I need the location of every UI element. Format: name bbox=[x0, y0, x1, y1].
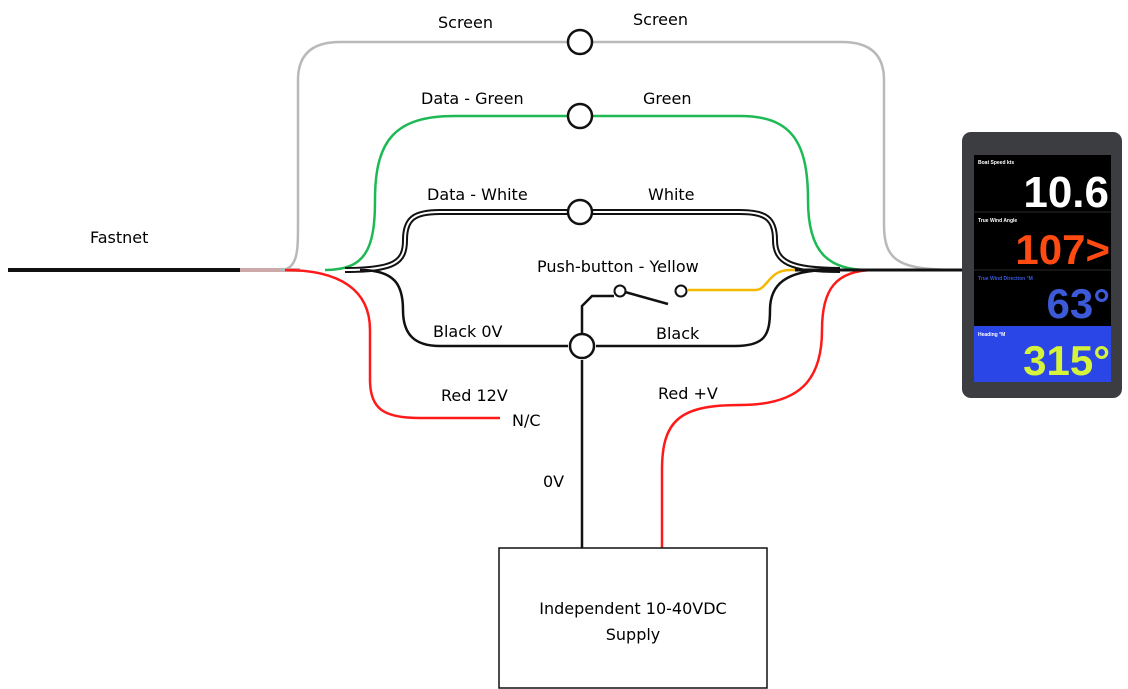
instrument-display: Boat Speed kts 10.6 True Wind Angle 107>… bbox=[962, 132, 1122, 398]
screen-wire bbox=[279, 40, 961, 272]
data-green-label: Data - Green bbox=[421, 89, 524, 108]
red-12v-wire bbox=[284, 268, 500, 420]
panel-true-wind-angle-value: 107> bbox=[1015, 226, 1110, 273]
fastnet-label: Fastnet bbox=[90, 228, 148, 247]
panel-boat-speed bbox=[974, 155, 1111, 211]
supply-label-line2: Supply bbox=[606, 625, 661, 644]
panel-boat-speed-title: Boat Speed kts bbox=[978, 160, 1014, 166]
switch-lever bbox=[624, 290, 669, 306]
switch-lead bbox=[580, 294, 614, 333]
black-junction bbox=[568, 332, 596, 360]
screen-right-label: Screen bbox=[633, 10, 688, 29]
data-white-label: Data - White bbox=[427, 185, 528, 204]
red-plus-v-label: Red +V bbox=[658, 384, 718, 403]
panel-true-wind-direction bbox=[974, 271, 1111, 325]
panel-true-wind-angle bbox=[974, 213, 1111, 269]
switch-contact-left bbox=[613, 284, 627, 298]
green-junction bbox=[566, 102, 594, 130]
push-button-label: Push-button - Yellow bbox=[537, 257, 699, 276]
panel-heading bbox=[974, 326, 1111, 382]
panel-true-wind-direction-title: True Wind Direction °M bbox=[978, 276, 1033, 282]
red-plus-v-wire bbox=[660, 268, 876, 548]
panel-heading-title: Heading °M bbox=[978, 332, 1005, 338]
data-white-wire bbox=[344, 211, 841, 271]
green-label: Green bbox=[643, 89, 691, 108]
panel-true-wind-angle-title: True Wind Angle bbox=[978, 218, 1017, 224]
black-0v-wire bbox=[359, 268, 831, 348]
black-0v-label: Black 0V bbox=[433, 322, 503, 341]
zero-v-label: 0V bbox=[543, 472, 564, 491]
white-label: White bbox=[648, 185, 695, 204]
white-junction bbox=[566, 198, 594, 226]
screen-junction bbox=[566, 28, 594, 56]
power-supply-box bbox=[498, 547, 768, 689]
data-green-wire bbox=[324, 114, 871, 272]
switch-contact-right bbox=[674, 284, 688, 298]
yellow-pushbutton-wire bbox=[688, 268, 960, 292]
power-supply: Independent 10-40VDC Supply bbox=[498, 547, 768, 689]
panel-boat-speed-value: 10.6 bbox=[1023, 168, 1109, 217]
red-12v-label: Red 12V bbox=[441, 386, 508, 405]
nc-label: N/C bbox=[512, 411, 541, 430]
supply-label-line1: Independent 10-40VDC bbox=[539, 599, 726, 618]
panel-heading-value: 315° bbox=[1023, 337, 1110, 384]
black-label: Black bbox=[656, 324, 700, 343]
screen-left-label: Screen bbox=[438, 13, 493, 32]
panel-true-wind-direction-value: 63° bbox=[1046, 280, 1110, 327]
